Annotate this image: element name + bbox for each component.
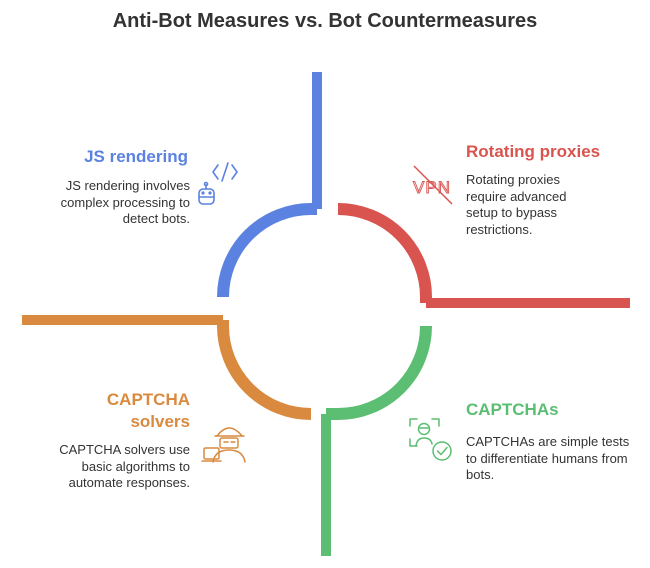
code-robot-icon bbox=[198, 162, 238, 205]
blue-quadrant-arc bbox=[217, 72, 322, 298]
js-rendering-description: JS rendering involves complex processing… bbox=[60, 178, 190, 226]
captcha-solvers-heading: CAPTCHA solvers bbox=[106, 390, 190, 431]
captchas-description: CAPTCHAs are simple tests to differentia… bbox=[466, 434, 630, 482]
rotating-proxies-heading: Rotating proxies bbox=[466, 142, 601, 161]
js-rendering-heading: JS rendering bbox=[84, 147, 188, 166]
rotating-proxies-description: Rotating proxies require advanced setup … bbox=[466, 172, 567, 237]
captchas-heading: CAPTCHAs bbox=[466, 400, 559, 419]
hacker-laptop-icon bbox=[201, 427, 246, 463]
user-check-icon bbox=[409, 418, 452, 461]
vpn-crossed-icon: VPN bbox=[413, 165, 453, 205]
vpn-label: VPN bbox=[413, 178, 451, 197]
red-quadrant-arc bbox=[337, 203, 630, 308]
orange-quadrant-arc bbox=[22, 315, 312, 420]
diagram-title: Anti-Bot Measures vs. Bot Countermeasure… bbox=[112, 10, 538, 32]
green-quadrant-arc bbox=[321, 325, 432, 556]
captcha-solvers-description: CAPTCHA solvers use basic algorithms to … bbox=[59, 442, 190, 490]
